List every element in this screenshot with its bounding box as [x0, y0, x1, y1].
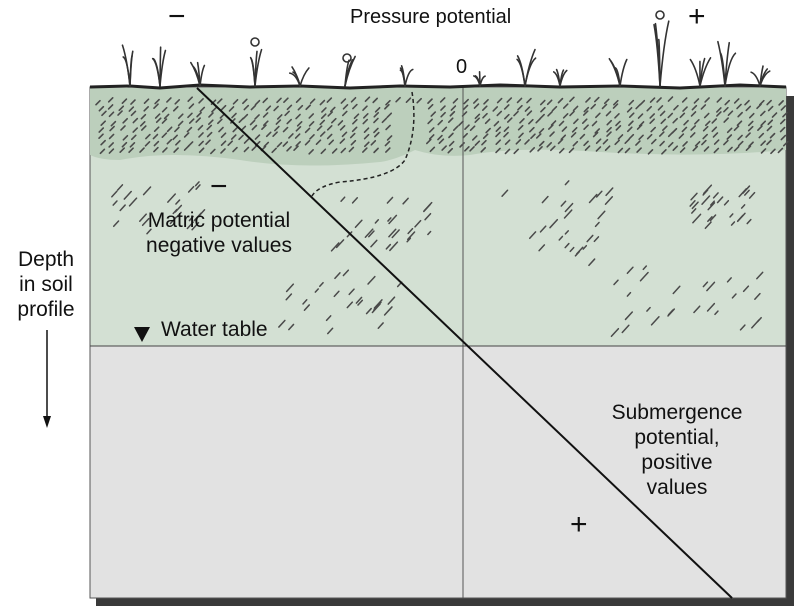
- ground-surface: [89, 83, 787, 90]
- saturated-zone: [89, 345, 787, 599]
- subsoil-texture: [111, 180, 764, 338]
- matric-line-1: Matric potential: [147, 209, 291, 232]
- sub-line-3: positive: [641, 451, 713, 474]
- flower-icon: [655, 10, 665, 20]
- submergence-plus-sign: +: [570, 508, 588, 541]
- water-table-label: Water table: [161, 318, 268, 341]
- sub-line-4: values: [646, 476, 708, 499]
- flower-icon: [342, 53, 352, 63]
- pressure-potential-line: [196, 87, 733, 599]
- zero-label: 0: [456, 56, 468, 78]
- depth-line-3: profile: [17, 298, 75, 321]
- sub-line-1: Submergence: [611, 401, 743, 424]
- pressure-potential-title: Pressure potential: [350, 6, 512, 28]
- matric-line-2: negative values: [146, 234, 292, 257]
- matric-potential-label: Matric potential negative values: [132, 208, 306, 258]
- dashed-boundary: [311, 91, 415, 197]
- down-arrow-icon: [43, 330, 51, 428]
- top-minus-sign: −: [168, 0, 186, 33]
- depth-line-1: Depth: [17, 248, 75, 271]
- vegetation: [121, 10, 771, 87]
- matric-minus-sign: −: [210, 170, 228, 203]
- topsoil-texture: [95, 96, 789, 155]
- water-table-triangle-icon: [134, 327, 150, 342]
- top-plus-sign: +: [688, 0, 706, 33]
- submergence-label: Submergence potential, positive values: [607, 400, 747, 500]
- sub-line-2: potential,: [634, 426, 720, 449]
- topsoil-band: [90, 88, 786, 166]
- flower-icon: [250, 37, 260, 47]
- depth-label: Depth in soil profile: [6, 247, 86, 322]
- depth-line-2: in soil: [19, 273, 73, 296]
